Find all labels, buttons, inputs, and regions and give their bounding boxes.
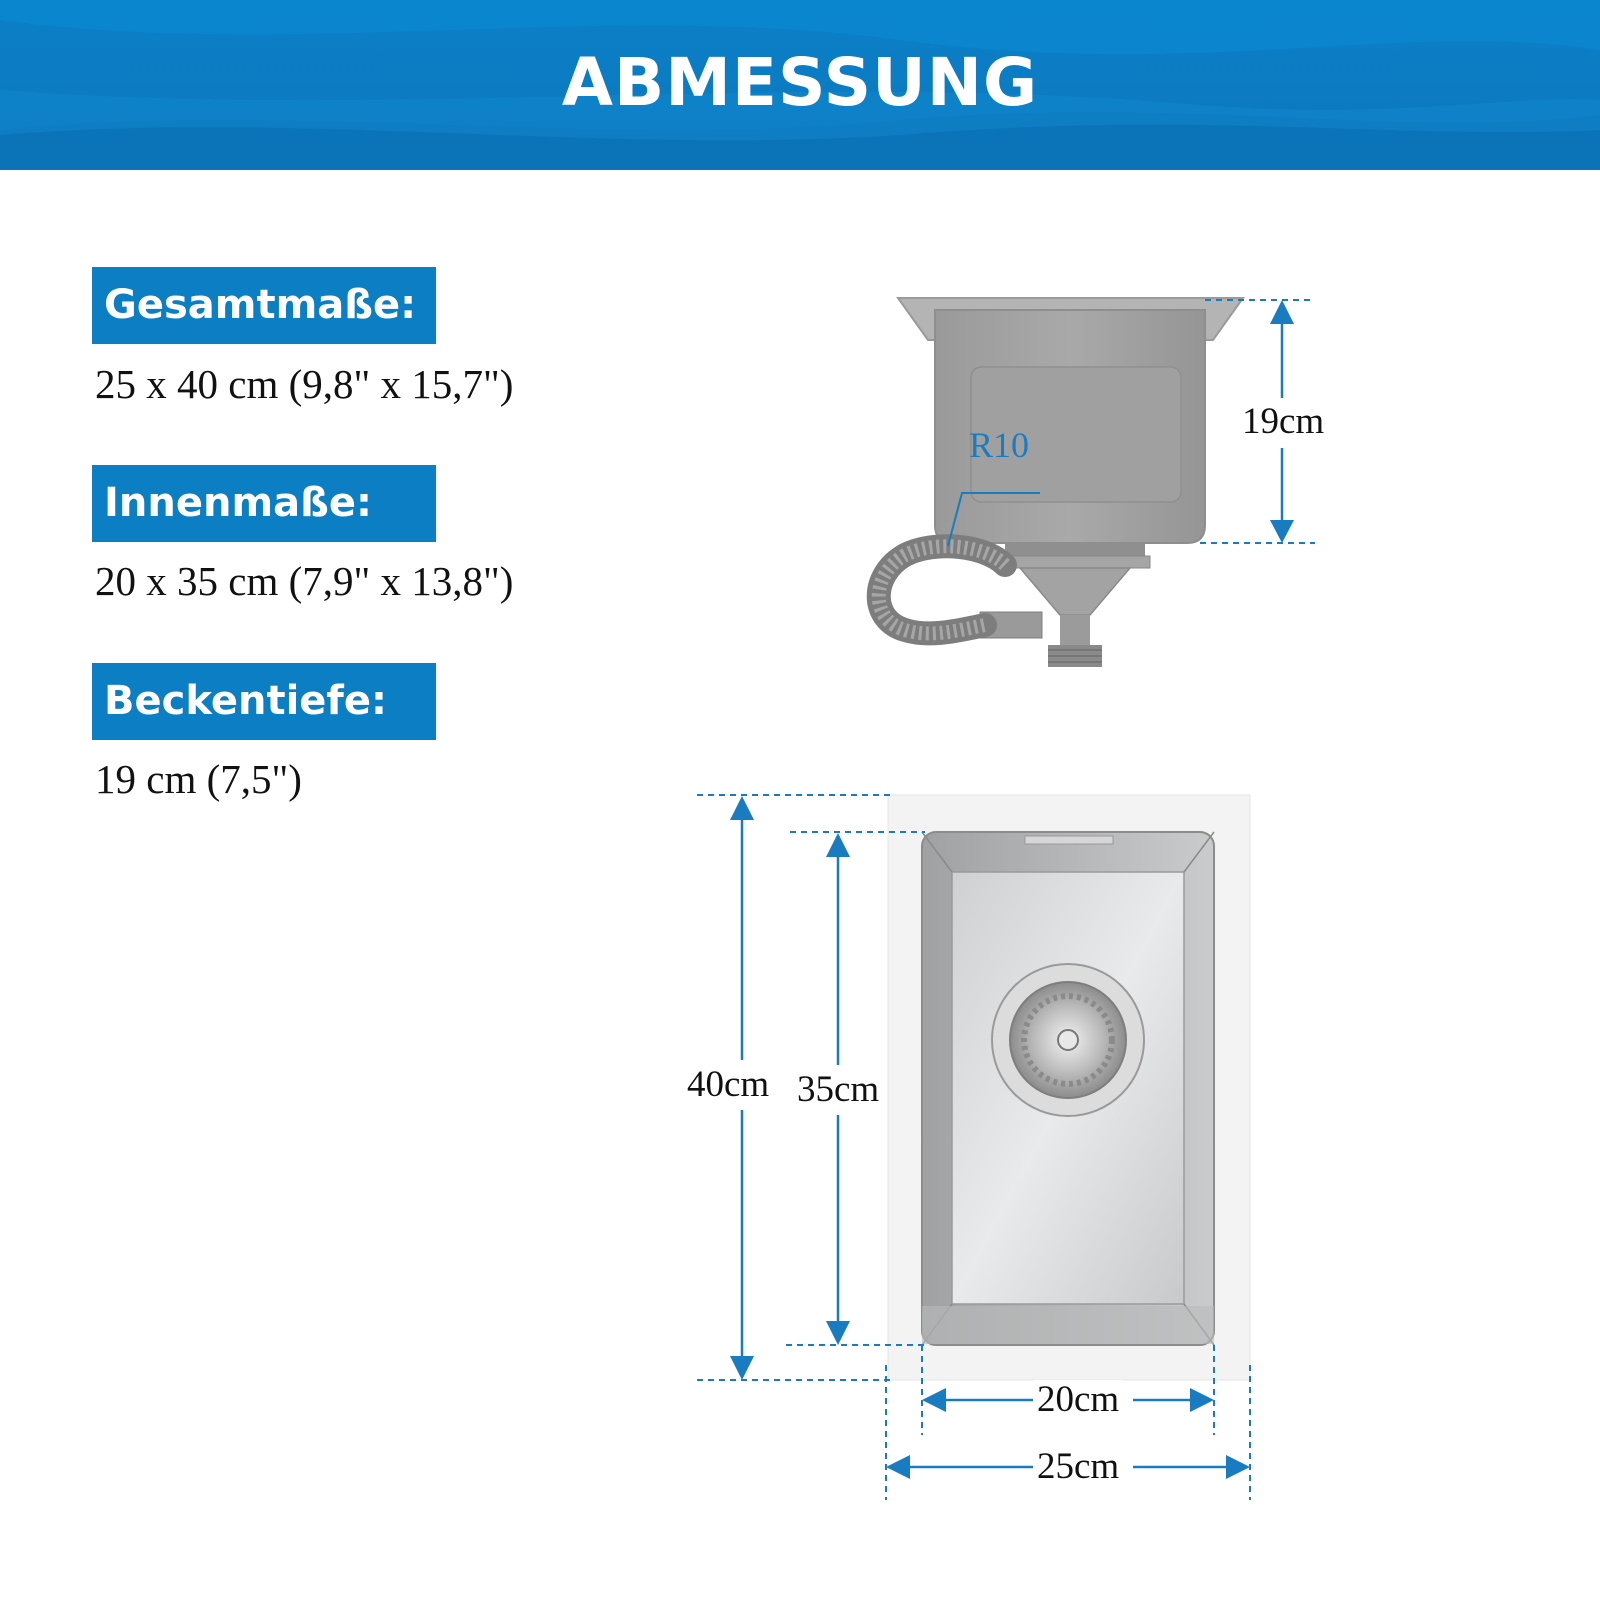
inner-dimensions-label: Innenmaße: [92, 465, 436, 542]
overall-dimensions-label: Gesamtmaße: [92, 267, 436, 344]
inner-length-label: 35cm [793, 1070, 884, 1110]
radius-label: R10 [969, 425, 1030, 465]
page-title: ABMESSUNG [561, 44, 1039, 121]
basin-depth-value: 19 cm (7,5") [95, 756, 302, 802]
header-banner: ABMESSUNG [0, 0, 1600, 170]
outer-length-dimension [697, 794, 892, 1381]
outer-length-label: 40cm [683, 1065, 774, 1105]
inner-width-label: 20cm [1033, 1380, 1124, 1420]
basin-depth-label: Beckentiefe: [92, 663, 436, 740]
side-view-sink [866, 297, 1245, 667]
top-view-sink [887, 794, 1251, 1381]
outer-width-label: 25cm [1033, 1447, 1124, 1487]
inner-width-dimension [921, 1345, 1215, 1435]
depth-dimension [1200, 299, 1315, 544]
outer-width-dimension [885, 1365, 1251, 1500]
inner-length-dimension [786, 831, 925, 1346]
depth-label: 19cm [1238, 402, 1329, 442]
wave-decoration [0, 0, 1600, 170]
inner-dimensions-value: 20 x 35 cm (7,9" x 13,8") [95, 558, 514, 604]
overall-dimensions-value: 25 x 40 cm (9,8" x 15,7") [95, 361, 514, 407]
